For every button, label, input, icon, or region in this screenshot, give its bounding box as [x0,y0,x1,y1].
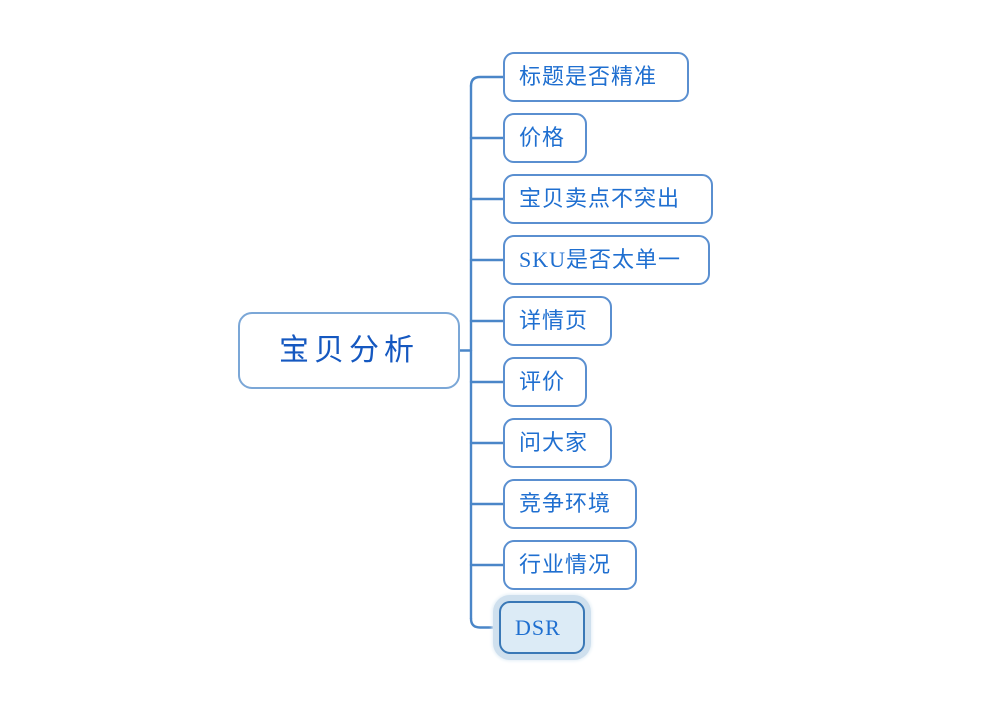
child-node-label: DSR [515,614,561,640]
connector-branch-10 [469,617,501,629]
root-node[interactable]: 宝贝分析 [238,312,460,389]
child-node-label: 宝贝卖点不突出 [519,186,681,211]
child-node-10[interactable]: DSR [499,601,585,654]
child-node-8[interactable]: 竞争环境 [503,479,637,529]
child-node-7[interactable]: 问大家 [503,418,612,468]
child-node-3[interactable]: 宝贝卖点不突出 [503,174,713,224]
child-node-label: SKU是否太单一 [519,247,682,272]
child-node-label: 问大家 [519,430,589,455]
child-node-label: 竞争环境 [519,491,612,516]
root-node-label: 宝贝分析 [279,333,419,367]
child-node-label: 行业情况 [519,552,612,577]
child-node-6[interactable]: 评价 [503,357,587,407]
child-node-label: 价格 [519,125,566,150]
child-node-1[interactable]: 标题是否精准 [503,52,689,102]
child-node-label: 评价 [519,369,566,394]
connector-branch-1 [469,75,505,88]
child-node-label: 标题是否精准 [519,64,658,89]
child-node-5[interactable]: 详情页 [503,296,612,346]
child-node-2[interactable]: 价格 [503,113,587,163]
child-node-4[interactable]: SKU是否太单一 [503,235,710,285]
child-node-9[interactable]: 行业情况 [503,540,637,590]
child-node-label: 详情页 [519,308,589,333]
